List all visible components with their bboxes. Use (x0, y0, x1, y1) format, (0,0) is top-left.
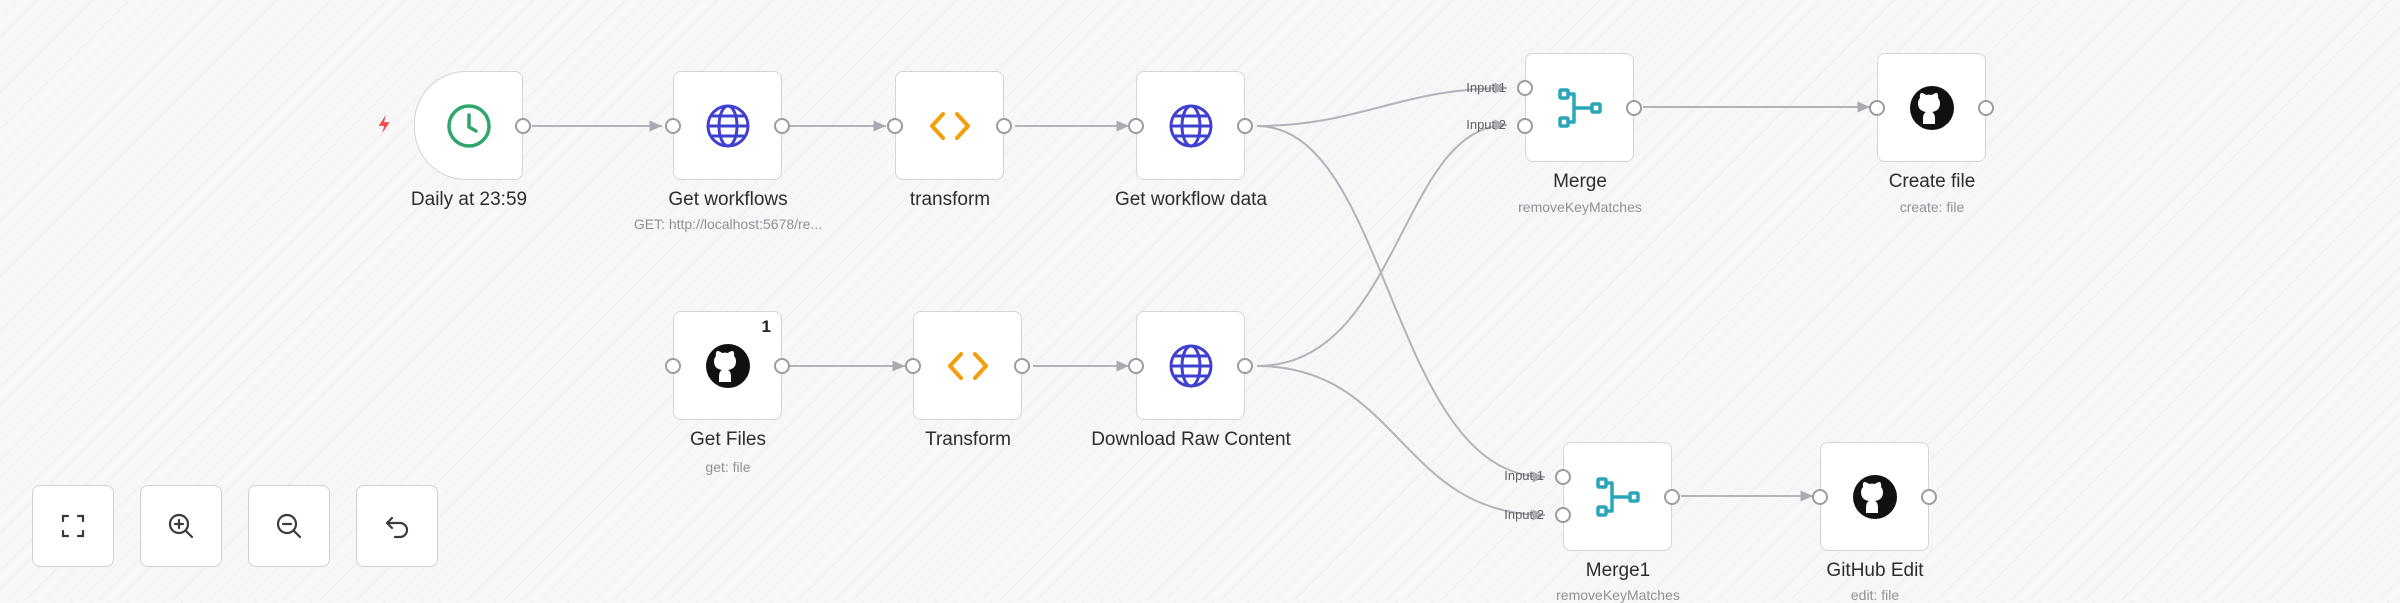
node-subtitle: removeKeyMatches (1556, 587, 1680, 603)
merge-input-2-label: Input 2 (1466, 117, 1506, 132)
node-label: GitHub Edit (1826, 560, 1924, 581)
node-daily-trigger[interactable] (414, 71, 531, 180)
merge1-input-1-label: Input 1 (1504, 468, 1544, 483)
github-icon (1907, 83, 1957, 133)
reset-button[interactable] (356, 485, 438, 567)
globe-icon (703, 101, 753, 151)
node-label: Daily at 23:59 (410, 189, 528, 210)
node-label: Merge (1553, 171, 1607, 192)
node-label: Get workflow data (1114, 189, 1268, 210)
zoom-out-icon (276, 513, 302, 539)
undo-icon (385, 516, 409, 539)
zoom-in-button[interactable] (140, 485, 222, 567)
node-merge[interactable] (1517, 53, 1642, 162)
node-transform-top[interactable] (887, 71, 1012, 180)
output-handle[interactable] (1921, 489, 1937, 505)
input-handle[interactable] (1812, 489, 1828, 505)
merge-icon (1555, 83, 1605, 133)
item-count-badge: 1 (761, 317, 771, 336)
edge-downloadraw-to-merge-input2 (1256, 119, 1508, 367)
output-handle[interactable] (1626, 100, 1642, 116)
merge-input-1-label: Input 1 (1466, 80, 1506, 95)
input-handle[interactable] (887, 118, 903, 134)
node-label: Create file (1888, 171, 1976, 192)
zoom-out-button[interactable] (248, 485, 330, 567)
fit-view-button[interactable] (32, 485, 114, 567)
node-subtitle: removeKeyMatches (1518, 199, 1642, 215)
node-subtitle: get: file (705, 459, 751, 475)
input-handle-2[interactable] (1555, 507, 1571, 523)
globe-icon (1166, 101, 1216, 151)
node-merge1[interactable] (1555, 442, 1680, 551)
output-handle[interactable] (1978, 100, 1994, 116)
input-handle[interactable] (665, 118, 681, 134)
node-subtitle: edit: file (1850, 587, 1900, 603)
code-icon (943, 341, 993, 391)
merge-icon (1593, 472, 1643, 522)
github-icon (703, 341, 753, 391)
output-handle[interactable] (774, 118, 790, 134)
output-handle[interactable] (774, 358, 790, 374)
node-label: Merge1 (1585, 560, 1651, 581)
input-handle-1[interactable] (1517, 80, 1533, 96)
merge1-input-2-label: Input 2 (1504, 507, 1544, 522)
input-handle[interactable] (1869, 100, 1885, 116)
node-github-edit[interactable] (1812, 442, 1937, 551)
node-label: Get Files (689, 429, 767, 450)
input-handle-2[interactable] (1517, 118, 1533, 134)
input-handle[interactable] (665, 358, 681, 374)
github-icon (1850, 472, 1900, 522)
globe-icon (1166, 341, 1216, 391)
node-get-workflow-data[interactable] (1128, 71, 1253, 180)
clock-icon (444, 101, 494, 151)
expand-icon (61, 514, 85, 538)
node-label: transform (909, 189, 991, 210)
node-transform-bottom[interactable] (905, 311, 1030, 420)
node-create-file[interactable] (1869, 53, 1994, 162)
node-subtitle: GET: http://localhost:5678/re... (633, 216, 823, 232)
input-handle-1[interactable] (1555, 469, 1571, 485)
output-handle[interactable] (1664, 489, 1680, 505)
lightning-icon (378, 114, 390, 134)
input-handle[interactable] (905, 358, 921, 374)
canvas-controls (32, 485, 438, 567)
node-label: Transform (925, 429, 1011, 450)
output-handle[interactable] (1237, 358, 1253, 374)
node-download-raw-content[interactable] (1128, 311, 1253, 420)
node-label: Get workflows (668, 189, 788, 210)
code-icon (925, 101, 975, 151)
node-get-workflows[interactable] (665, 71, 790, 180)
node-get-files[interactable]: 1 (665, 311, 790, 420)
zoom-in-icon (168, 513, 194, 539)
output-handle[interactable] (1014, 358, 1030, 374)
input-handle[interactable] (1128, 118, 1144, 134)
output-handle[interactable] (996, 118, 1012, 134)
output-handle[interactable] (515, 118, 531, 134)
node-subtitle: create: file (1899, 199, 1965, 215)
input-handle[interactable] (1128, 358, 1144, 374)
output-handle[interactable] (1237, 118, 1253, 134)
node-label: Download Raw Content (1091, 429, 1291, 450)
